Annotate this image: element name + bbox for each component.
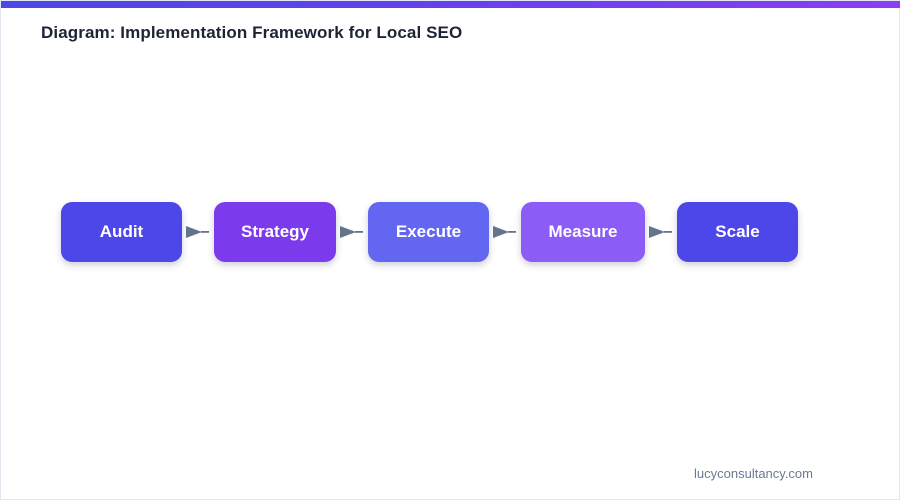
process-flow: Audit Strategy Execute	[61, 202, 798, 262]
footer-url: lucyconsultancy.com	[694, 466, 813, 481]
flow-step-measure[interactable]: Measure	[521, 202, 645, 262]
flow-step-label: Audit	[99, 222, 144, 241]
arrow-right-icon	[186, 226, 209, 238]
flow-connector-1	[182, 202, 214, 262]
flow-step-label: Strategy	[240, 222, 310, 241]
flow-connector-4	[645, 202, 677, 262]
flow-step-label: Scale	[715, 222, 760, 241]
flow-connector-3	[489, 202, 521, 262]
flow-step-scale[interactable]: Scale	[677, 202, 798, 262]
flow-step-label: Execute	[395, 222, 462, 241]
top-accent-bar	[1, 1, 900, 8]
flow-connector-2	[336, 202, 368, 262]
arrow-right-icon	[493, 226, 516, 238]
page-title: Diagram: Implementation Framework for Lo…	[41, 23, 463, 42]
arrow-right-icon	[340, 226, 363, 238]
arrow-right-icon	[649, 226, 672, 238]
flow-step-strategy[interactable]: Strategy	[214, 202, 336, 262]
flow-step-audit[interactable]: Audit	[61, 202, 182, 262]
flow-step-execute[interactable]: Execute	[368, 202, 489, 262]
flow-step-label: Measure	[548, 222, 618, 241]
